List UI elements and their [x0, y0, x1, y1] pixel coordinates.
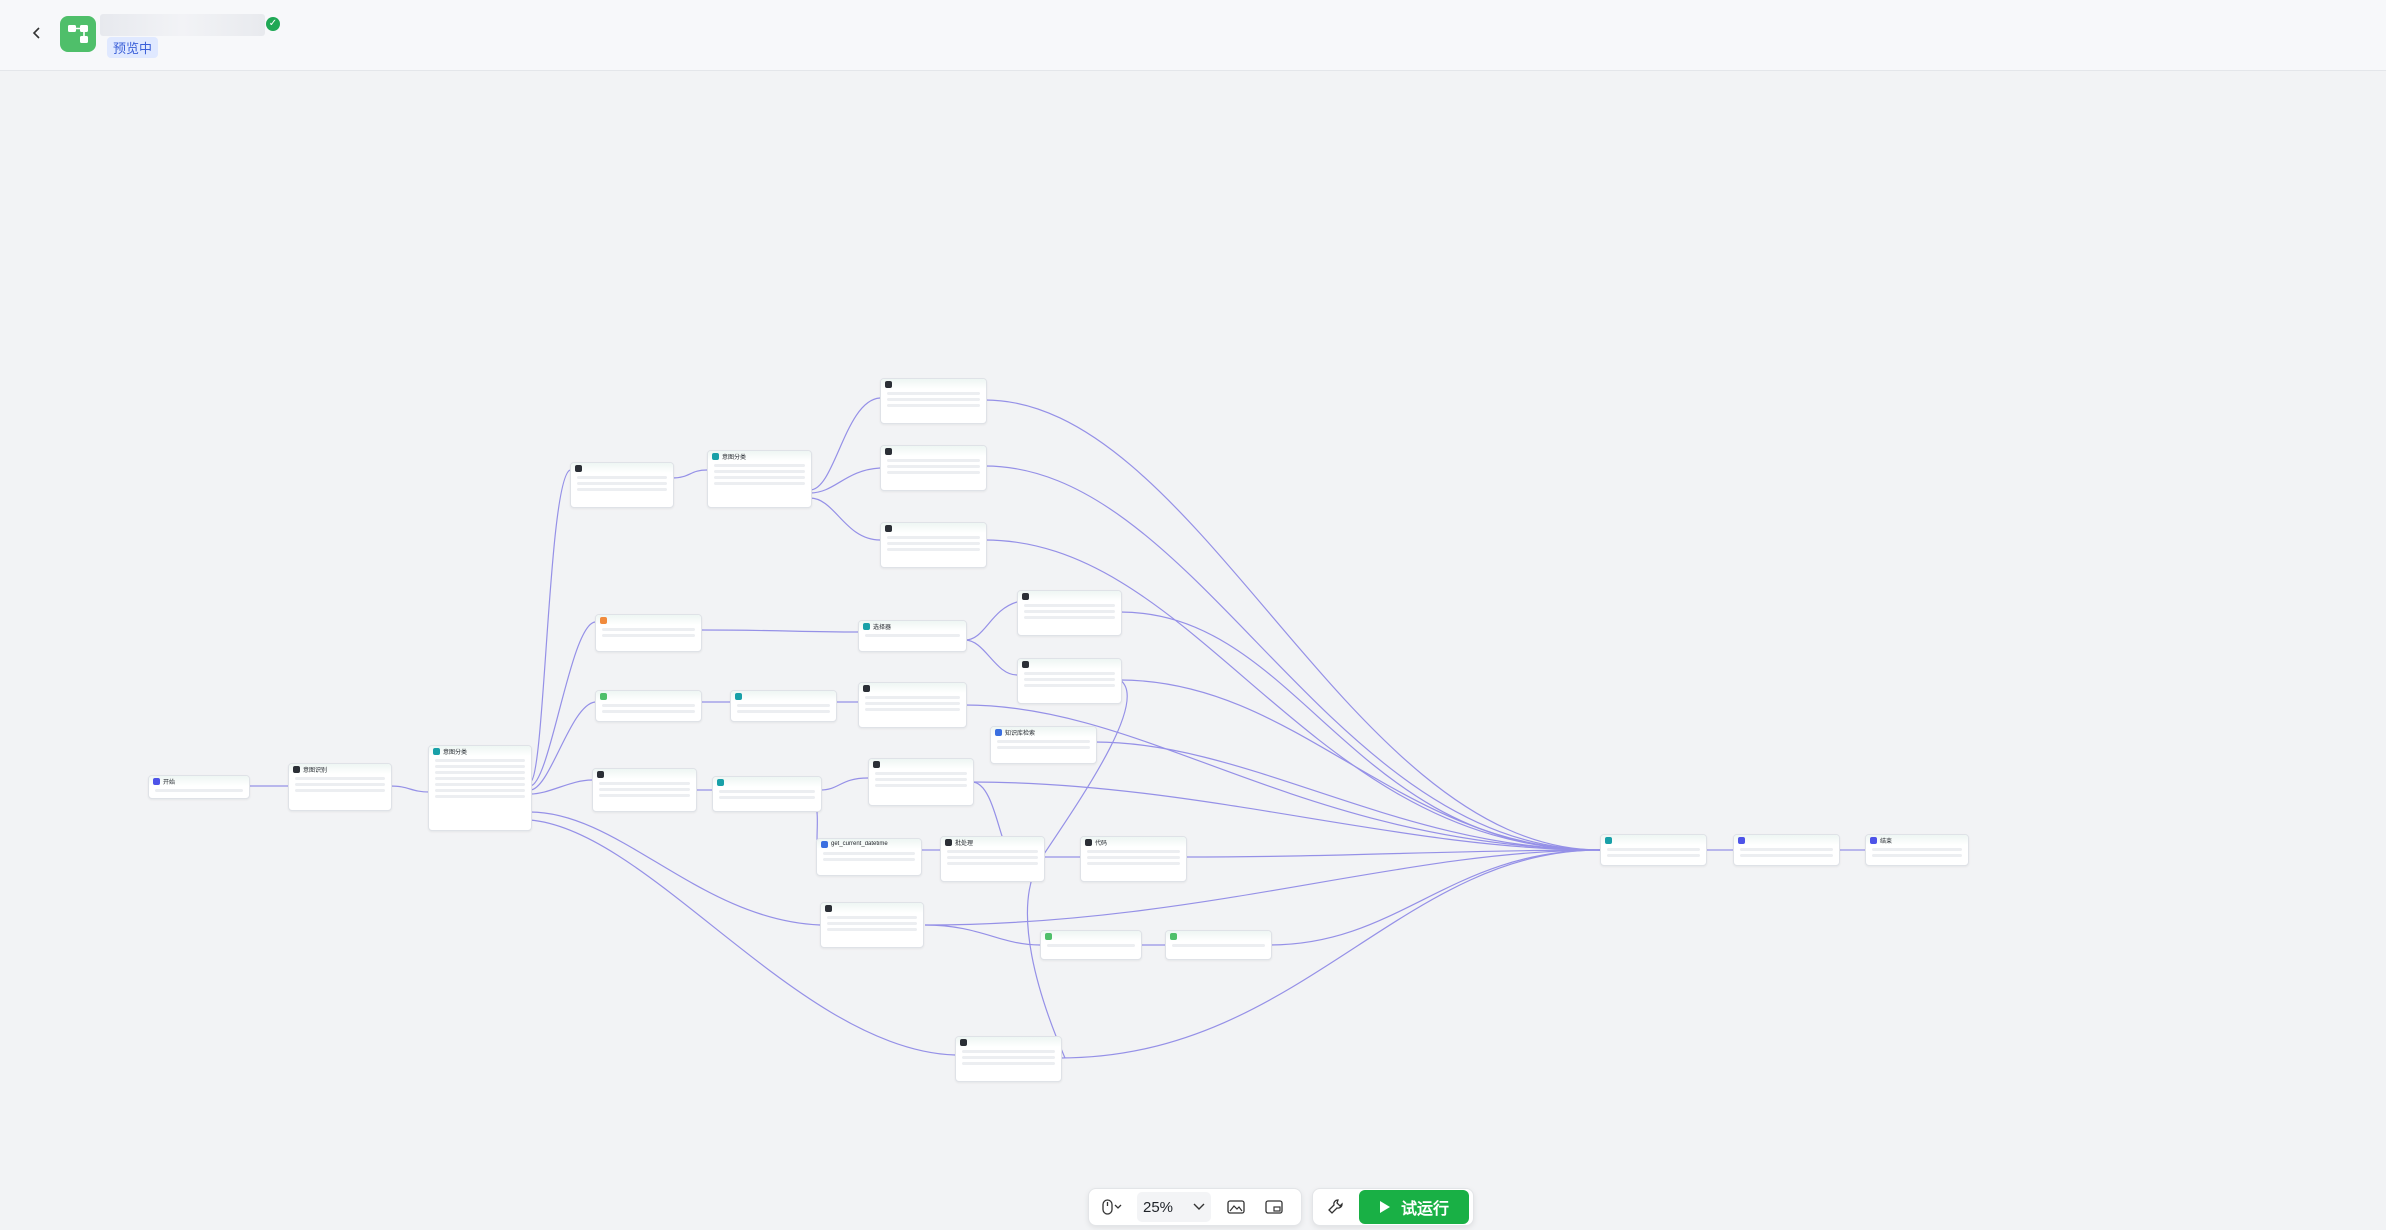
workflow-node[interactable]: 意图分类: [428, 745, 532, 831]
check-circle-icon: ✓: [266, 17, 280, 31]
canvas-toolbar: 25%: [1088, 1188, 1302, 1226]
back-button[interactable]: [26, 22, 48, 44]
workflow-node[interactable]: 批处理: [940, 836, 1045, 882]
workflow-node[interactable]: [858, 682, 967, 728]
workflow-node[interactable]: 知识库检索: [990, 726, 1097, 764]
workflow-node[interactable]: [712, 776, 822, 812]
zoom-level: 25%: [1143, 1198, 1174, 1216]
workflow-logo: [60, 16, 96, 52]
workflow-node[interactable]: [595, 690, 702, 722]
play-icon: [1379, 1201, 1390, 1213]
test-run-label: 试运行: [1400, 1201, 1449, 1218]
workflow-node[interactable]: [570, 462, 674, 508]
workflow-node[interactable]: 意图分类: [707, 450, 812, 508]
node-title: 意图识别: [303, 767, 328, 774]
node-title: 结束: [1880, 838, 1893, 845]
node-title: 意图分类: [443, 749, 468, 756]
minimap-icon: [1265, 1200, 1283, 1214]
workflow-node[interactable]: 结束: [1865, 834, 1969, 866]
tools-button[interactable]: [1319, 1192, 1353, 1222]
workflow-node[interactable]: [955, 1036, 1062, 1082]
node-title: 知识库检索: [1005, 730, 1036, 737]
workflow-node[interactable]: get_current_datetime: [816, 838, 922, 876]
workflow-node[interactable]: [880, 445, 987, 491]
workflow-icon: [68, 25, 88, 43]
workflow-node[interactable]: 意图识别: [288, 763, 392, 811]
workflow-node[interactable]: [1600, 834, 1707, 866]
workflow-node[interactable]: 选择器: [858, 620, 967, 652]
workflow-title-redacted: [100, 14, 265, 36]
status-badge: 预览中: [107, 37, 159, 58]
wrench-icon: [1328, 1199, 1343, 1214]
test-run-button[interactable]: 试运行: [1359, 1190, 1469, 1224]
workflow-node[interactable]: 开始: [148, 775, 250, 799]
node-title: get_current_datetime: [831, 841, 888, 847]
node-title: 选择器: [873, 624, 892, 631]
workflow-node[interactable]: [820, 902, 924, 948]
workflow-node[interactable]: [880, 378, 987, 424]
workflow-node[interactable]: [592, 768, 697, 812]
node-title: 开始: [163, 779, 176, 786]
zoom-select[interactable]: 25%: [1137, 1192, 1211, 1222]
pointer-mode-button[interactable]: [1093, 1192, 1131, 1222]
chevron-left-icon: [32, 27, 40, 39]
workflow-node[interactable]: [595, 614, 702, 652]
node-title: 批处理: [955, 840, 974, 847]
workflow-node[interactable]: [1165, 930, 1272, 960]
workflow-node[interactable]: [1733, 834, 1840, 866]
workflow-node[interactable]: [1017, 590, 1122, 636]
workflow-node[interactable]: [880, 522, 987, 568]
workflow-node[interactable]: [1017, 658, 1122, 704]
node-title: 代码: [1095, 840, 1108, 847]
workflow-node[interactable]: [868, 758, 974, 806]
node-title: 意图分类: [722, 454, 747, 461]
minimap-button[interactable]: [1257, 1192, 1291, 1222]
workflow-node[interactable]: [1040, 930, 1142, 960]
workflow-node[interactable]: [730, 690, 837, 722]
chevron-down-icon: [1193, 1203, 1205, 1210]
export-image-button[interactable]: [1219, 1192, 1253, 1222]
mouse-icon: [1102, 1199, 1122, 1215]
workflow-node[interactable]: 代码: [1080, 836, 1187, 882]
image-icon: [1227, 1200, 1245, 1214]
top-bar: ✓ 预览中: [0, 0, 2386, 71]
